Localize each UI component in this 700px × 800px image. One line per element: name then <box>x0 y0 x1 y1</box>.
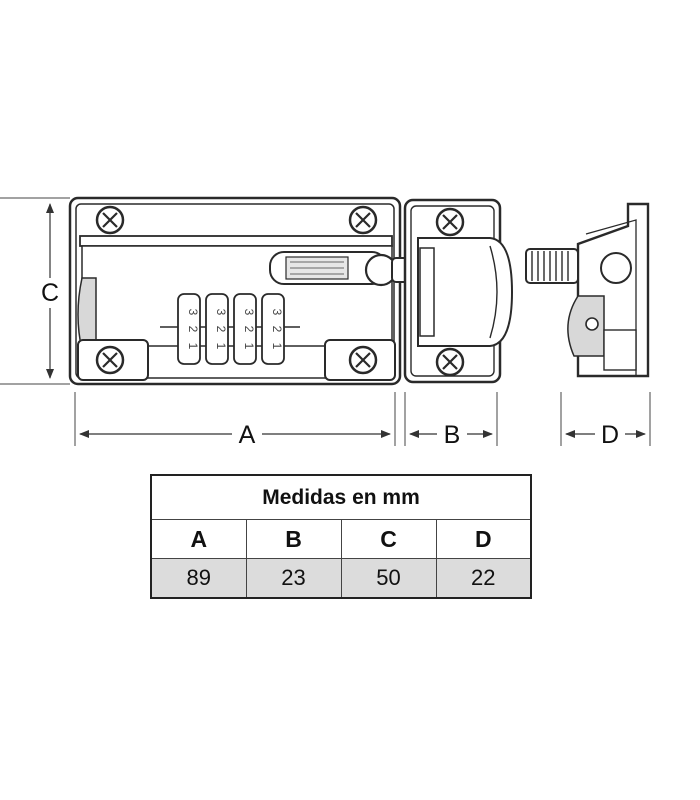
dial-digit: 1 <box>242 343 256 350</box>
combination-dials: 3 2 1 3 2 1 3 2 1 3 2 1 <box>160 293 300 365</box>
table-value-cell: 50 <box>340 558 437 599</box>
dial-wheel: 3 2 1 <box>205 293 229 365</box>
table-header-cell: B <box>245 519 342 559</box>
table-header-row: A B C D <box>150 519 532 559</box>
dial-wheel: 3 2 1 <box>233 293 257 365</box>
dial-digit: 1 <box>214 343 228 350</box>
dimension-label-a: A <box>239 421 256 449</box>
table-value-cell: 23 <box>245 558 342 599</box>
dimension-c: C <box>0 197 70 385</box>
dimension-label-c: C <box>41 279 59 307</box>
table-header-cell: D <box>435 519 532 559</box>
screw-icon <box>348 345 378 375</box>
dial-wheel: 3 2 1 <box>261 293 285 365</box>
dial-digit: 2 <box>242 326 256 333</box>
screw-icon <box>95 205 125 235</box>
dial-digit: 2 <box>270 326 284 333</box>
dimension-d: D <box>560 392 651 450</box>
dimension-label-d: D <box>601 421 619 449</box>
dial-digit: 2 <box>214 326 228 333</box>
dial-wheel: 3 2 1 <box>177 293 201 365</box>
table-title: Medidas en mm <box>150 474 532 520</box>
dial-digit: 3 <box>214 309 228 316</box>
screw-icon <box>348 205 378 235</box>
dimension-b: B <box>404 392 498 450</box>
strike-plate <box>403 198 514 384</box>
table-title-row: Medidas en mm <box>150 474 532 520</box>
screw-icon <box>95 345 125 375</box>
lock-side-view <box>525 202 650 378</box>
table-value-cell: 89 <box>150 558 247 599</box>
dimension-a: A <box>74 392 396 450</box>
dial-digit: 3 <box>186 309 200 316</box>
dial-digit: 3 <box>242 309 256 316</box>
screw-icon <box>435 347 465 377</box>
bolt-slot <box>269 251 387 285</box>
lock-technical-drawing: 3 2 1 3 2 1 3 2 1 3 2 1 <box>0 196 651 450</box>
table-header-cell: A <box>150 519 247 559</box>
dimension-label-b: B <box>444 421 461 449</box>
dial-digit: 2 <box>186 326 200 333</box>
table-row: 89 23 50 22 <box>150 558 532 599</box>
dial-digit: 3 <box>270 309 284 316</box>
measurements-table: Medidas en mm A B C D 89 23 50 22 <box>150 474 532 599</box>
lock-body <box>68 196 402 386</box>
dial-digit: 1 <box>270 343 284 350</box>
dial-digit: 1 <box>186 343 200 350</box>
table-value-cell: 22 <box>435 558 532 599</box>
table-header-cell: C <box>340 519 437 559</box>
screw-icon <box>435 207 465 237</box>
